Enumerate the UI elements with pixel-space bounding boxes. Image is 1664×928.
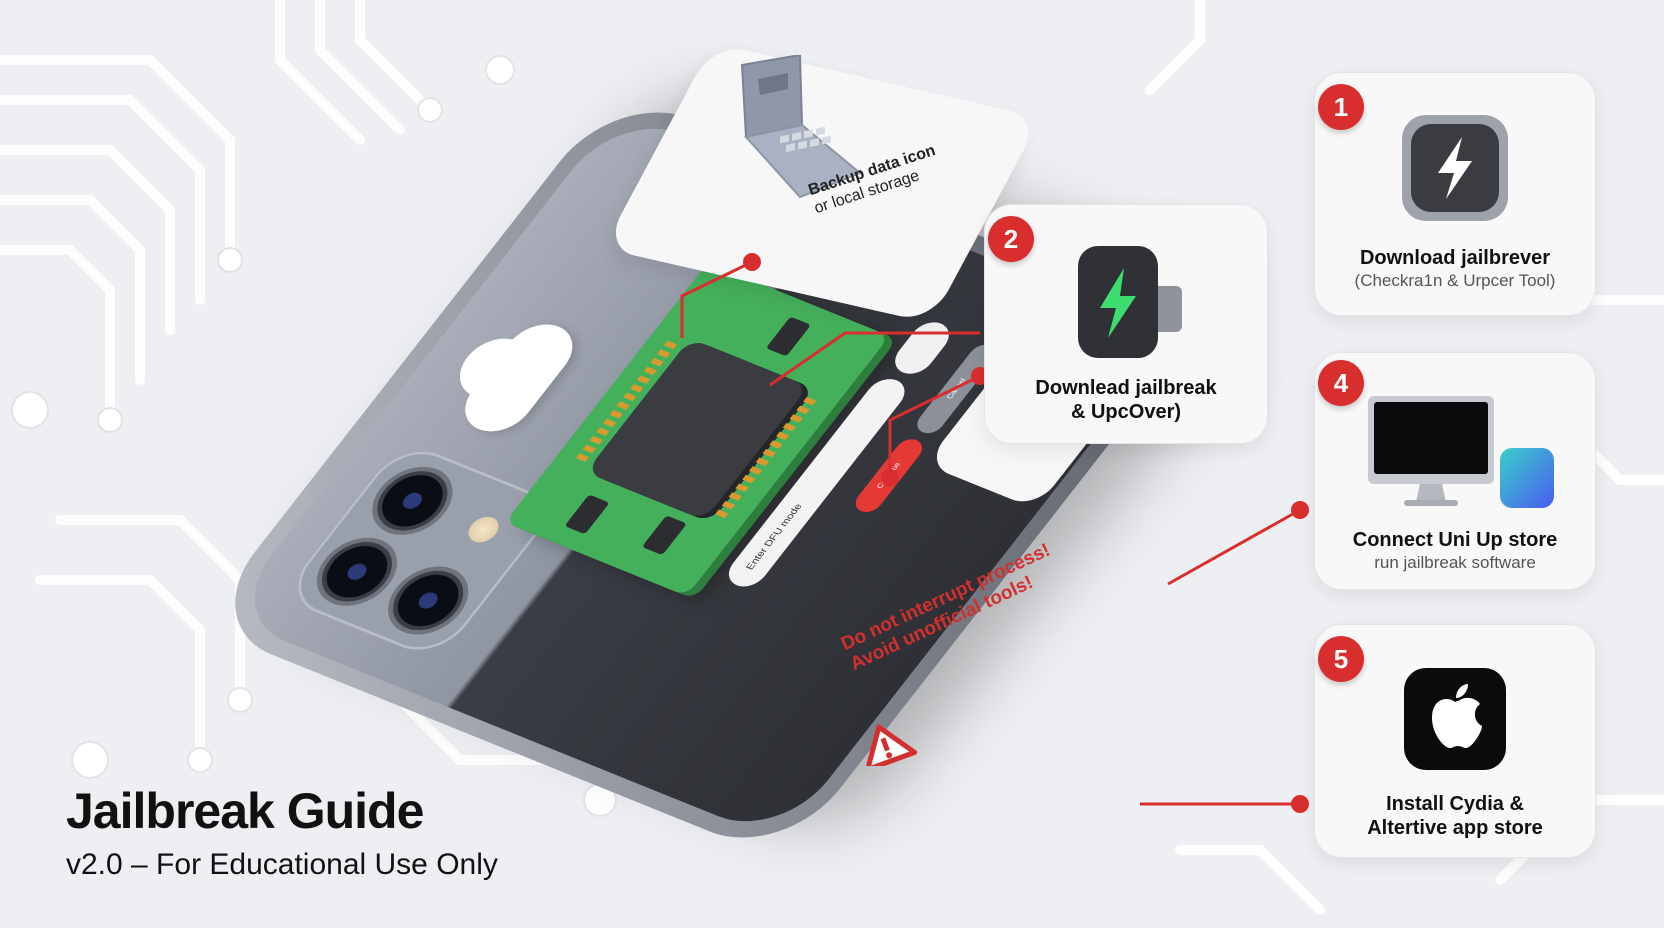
home-button[interactable] [887, 317, 957, 379]
step-badge-1: 1 [1318, 84, 1364, 130]
step-5-title: Install Cydia & [1386, 793, 1524, 815]
camera-lens-icon [307, 532, 407, 611]
step-badge-4: 4 [1318, 360, 1364, 406]
camera-module [279, 439, 561, 662]
computer-monitor-icon [1368, 396, 1494, 508]
step-badge-2: 2 [988, 216, 1034, 262]
step-1-subtitle: (Checkra1n & Urpcer Tool) [1354, 271, 1556, 290]
step-2-title: Downlead jailbreak [1035, 377, 1217, 399]
component-chip [564, 494, 610, 535]
step-4-subtitle: run jailbreak software [1374, 553, 1536, 572]
page-title: Jailbreak Guide [66, 783, 424, 839]
step-2-subtitle: & UpcOver) [1070, 401, 1182, 423]
app-store-icon [1500, 448, 1554, 508]
step-5-subtitle: Altertive app store [1367, 817, 1543, 839]
component-chip [765, 316, 811, 357]
camera-lens-icon [363, 462, 462, 540]
apple-logo-icon [1404, 668, 1506, 770]
step-badge-5: 5 [1318, 636, 1364, 682]
processor-chip-icon [585, 338, 809, 521]
laptop-backup-icon [740, 55, 862, 199]
page-subtitle: v2.0 – For Educational Use Only [66, 848, 498, 881]
component-chip [641, 515, 687, 556]
lightning-device-icon [1078, 246, 1188, 358]
cloud-icon [451, 315, 587, 441]
circuit-board [504, 262, 890, 597]
camera-lens-icon [378, 561, 478, 640]
lightning-app-icon [1402, 115, 1508, 221]
step-1-title: Download jailbrever [1359, 247, 1551, 269]
step-card-4[interactable]: Connect Uni Up store run jailbreak softw… [1314, 352, 1596, 590]
flash-icon [462, 512, 505, 547]
warning-triangle-icon [865, 724, 918, 766]
step-4-title: Connect Uni Up store [1352, 529, 1558, 551]
